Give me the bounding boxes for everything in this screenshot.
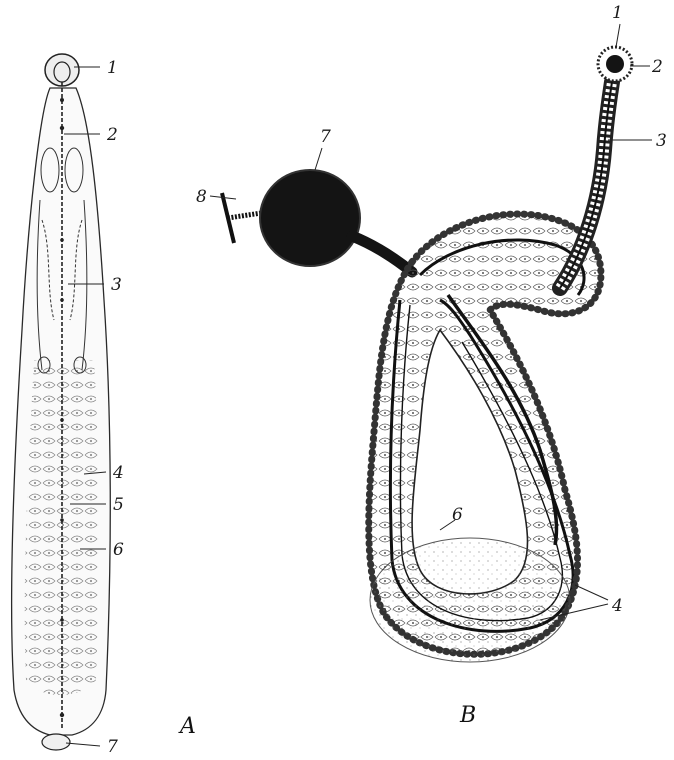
figure-a-letter: A	[178, 714, 196, 739]
figure-a-label-1: 1	[107, 58, 118, 78]
figure-a-label-5: 5	[113, 495, 124, 515]
figure-a-worm	[12, 54, 111, 750]
figure-b-label-1: 1	[612, 3, 623, 23]
figure-a-head-cap	[45, 54, 79, 86]
figure-b-label-8: 8	[196, 187, 207, 207]
figure-b-sac-neck	[352, 236, 412, 272]
figure-a-label-6: 6	[113, 540, 124, 560]
figure-b-structure	[222, 47, 632, 662]
figure-a-tail-bulb	[42, 734, 70, 750]
figure-a-label-7: 7	[107, 737, 118, 757]
figure-b-dark-sac	[260, 170, 360, 266]
figure-b-label-3: 3	[656, 131, 667, 151]
figure-b-lower-mass	[370, 538, 570, 662]
figure-b-letter: B	[459, 703, 476, 728]
figure-b-label-7: 7	[320, 127, 331, 147]
figure-b-head-core	[606, 55, 624, 73]
figure-a-label-3: 3	[111, 275, 122, 295]
figure-b-label-2: 2	[651, 57, 663, 77]
figure-b-label-6: 6	[452, 505, 463, 525]
figure-a-label-4: 4	[112, 463, 124, 483]
figure-b-label-4: 4	[611, 596, 623, 616]
figure-a-label-2: 2	[106, 125, 118, 145]
